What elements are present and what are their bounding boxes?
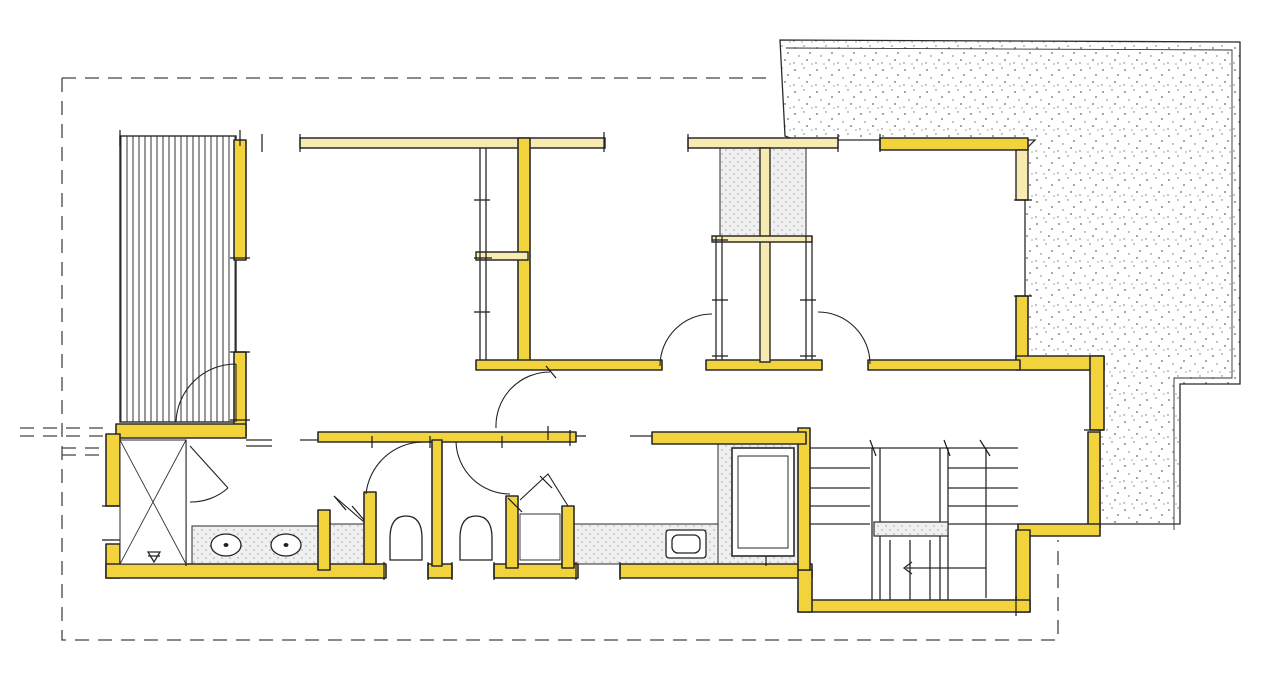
stair-icon: [810, 440, 1020, 610]
closet-hatch-icon: [119, 135, 237, 423]
toilet-icon: [389, 513, 561, 561]
door-swing-icon: [175, 311, 871, 523]
wall-icon: [299, 137, 606, 149]
property-boundary: [20, 77, 1059, 641]
sink-icon: [210, 529, 707, 559]
walls: [105, 137, 1105, 613]
shower-icon: [119, 439, 187, 565]
counter-strips: [191, 139, 811, 569]
bathtub-icon: [731, 447, 795, 557]
wall-ticks: [102, 130, 1104, 616]
